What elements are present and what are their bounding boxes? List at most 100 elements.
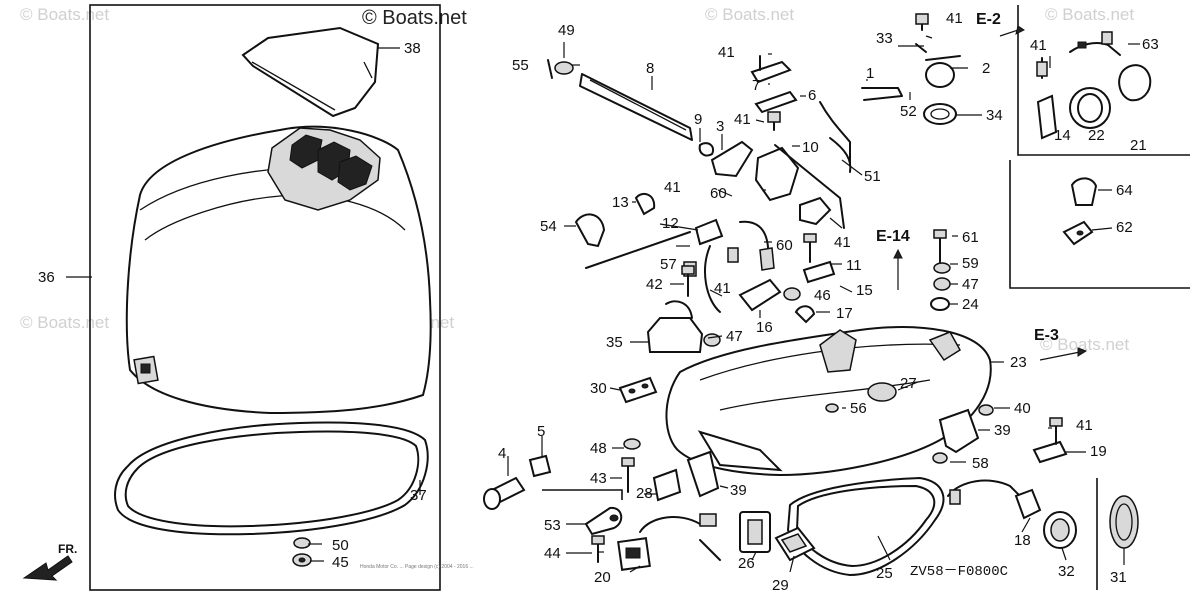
part-35-bracket <box>646 300 704 353</box>
part-31-plug <box>1109 495 1139 549</box>
callout-55: 55 <box>512 57 529 74</box>
callout-5: 5 <box>537 423 545 440</box>
callout-37: 37 <box>410 487 427 504</box>
callout-36: 36 <box>38 269 55 286</box>
callout-12: 12 <box>662 215 679 232</box>
callout-60: 60 <box>710 185 727 202</box>
callout-9: 9 <box>694 111 702 128</box>
callout-16: 16 <box>756 319 773 336</box>
callout-7: 7 <box>752 77 760 94</box>
part-40-58-screws <box>932 404 994 464</box>
callout-45: 45 <box>332 554 349 571</box>
callout-39: 39 <box>994 422 1011 439</box>
callout-41: 41 <box>664 179 681 196</box>
callout-35: 35 <box>606 334 623 351</box>
callout-39: 39 <box>730 482 747 499</box>
callout-31: 31 <box>1110 569 1127 586</box>
part-4-5-knob <box>483 454 552 510</box>
part-23-lower-case <box>665 326 992 477</box>
engine-cover-panel <box>89 4 441 591</box>
callout-8: 8 <box>646 60 654 77</box>
part-2-filter <box>915 13 961 125</box>
direction-label: FR. <box>58 542 77 556</box>
watermark: © Boats.net <box>1040 335 1129 354</box>
reference-arrows <box>893 25 1088 361</box>
part-30-grommet <box>618 376 658 404</box>
callout-40: 40 <box>1014 400 1031 417</box>
callout-62: 62 <box>1116 219 1133 236</box>
callout-46: 46 <box>814 287 831 304</box>
callout-10: 10 <box>802 139 819 156</box>
callouts: 1 2 3 4 5 6 7 8 9 10 11 12 13 14 15 16 1… <box>38 10 1159 594</box>
callout-41: 41 <box>714 280 731 297</box>
callout-56: 56 <box>850 400 867 417</box>
reference-e3: E-3 <box>1034 327 1059 344</box>
callout-54: 54 <box>540 218 557 235</box>
watermark: © Boats.net <box>1045 5 1134 24</box>
callout-34: 34 <box>986 107 1003 124</box>
part-21-harness-assembly <box>1036 31 1152 140</box>
part-64-62-box <box>1009 160 1190 289</box>
callout-25: 25 <box>876 565 893 582</box>
part-41-bolts <box>681 233 1063 445</box>
callout-47: 47 <box>962 276 979 293</box>
part-44-bolt <box>591 535 605 563</box>
callout-3: 3 <box>716 118 724 135</box>
part-64-62-clips <box>1062 177 1098 246</box>
callout-60: 60 <box>776 237 793 254</box>
watermark: © Boats.net <box>20 5 109 24</box>
callout-20: 20 <box>594 569 611 586</box>
part-21-box <box>1017 5 1190 156</box>
part-19-clip <box>1032 440 1068 464</box>
watermark-prominent: © Boats.net <box>362 7 467 29</box>
callout-33: 33 <box>876 30 893 47</box>
callout-26: 26 <box>738 555 755 572</box>
callout-32: 32 <box>1058 563 1075 580</box>
callout-24: 24 <box>962 296 979 313</box>
linkage-assembly <box>547 55 903 229</box>
part-43-48-fasteners <box>621 438 641 493</box>
callout-14: 14 <box>1054 127 1071 144</box>
callout-1: 1 <box>866 65 874 82</box>
callout-4: 4 <box>498 445 506 462</box>
callout-21: 21 <box>1130 137 1147 154</box>
part-61-59-47-24-stack <box>930 229 951 311</box>
part-25-gasket <box>787 477 945 576</box>
part-53-clamp <box>542 489 623 536</box>
callout-41: 41 <box>718 44 735 61</box>
callout-2: 2 <box>982 60 990 77</box>
callout-23: 23 <box>1010 354 1027 371</box>
callout-43: 43 <box>590 470 607 487</box>
reference-e14: E-14 <box>876 228 910 245</box>
part-16-17-brackets <box>703 260 836 347</box>
part-37-cover-seal <box>114 421 429 536</box>
callout-28: 28 <box>636 485 653 502</box>
part-26-29-grommets <box>739 511 816 562</box>
callout-41: 41 <box>734 111 751 128</box>
watermark: © Boats.net <box>20 313 109 332</box>
callout-30: 30 <box>590 380 607 397</box>
part-32-grommet <box>1043 511 1077 549</box>
callout-51: 51 <box>864 168 881 185</box>
callout-42: 42 <box>646 276 663 293</box>
callout-22: 22 <box>1088 127 1105 144</box>
callout-41: 41 <box>1076 417 1093 434</box>
callout-15: 15 <box>856 282 873 299</box>
callout-49: 49 <box>558 22 575 39</box>
callout-63: 63 <box>1142 36 1159 53</box>
part-13-54-clamps <box>574 192 691 269</box>
callout-6: 6 <box>808 87 816 104</box>
part-28-39-latches <box>652 408 980 502</box>
callout-47: 47 <box>726 328 743 345</box>
part-20-switch <box>617 513 721 571</box>
callout-17: 17 <box>836 305 853 322</box>
callout-27: 27 <box>900 375 917 392</box>
part-38-cover-cap <box>241 26 380 118</box>
callout-48: 48 <box>590 440 607 457</box>
part-36-engine-cover <box>125 125 432 415</box>
section-references: E-2 E-14 E-3 <box>876 11 1059 344</box>
callout-64: 64 <box>1116 182 1133 199</box>
callout-41: 41 <box>946 10 963 27</box>
reference-e2: E-2 <box>976 11 1001 28</box>
